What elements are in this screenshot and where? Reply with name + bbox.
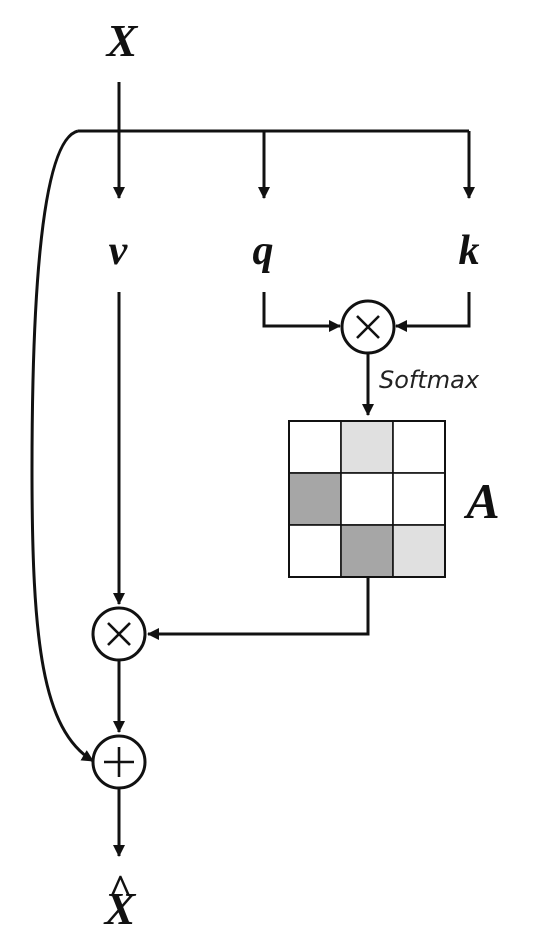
query-label: q xyxy=(253,228,274,274)
residual-connection xyxy=(30,129,94,763)
qk-multiply-operator xyxy=(340,299,396,355)
multiply-icon xyxy=(356,315,380,339)
matrix-cell-r2-c1 xyxy=(288,472,342,526)
matrix-cell-r3-c2 xyxy=(340,524,394,578)
matrix-cell-r1-c3 xyxy=(392,420,446,474)
matrix-to-multiply-arrow xyxy=(147,578,370,640)
matrix-cell-r2-c3 xyxy=(392,472,446,526)
attention-matrix-label: A xyxy=(463,473,499,529)
input-label: X xyxy=(105,15,139,66)
output-hat-symbol: ^ xyxy=(109,866,132,911)
value-multiply-operator xyxy=(91,606,147,662)
matrix-cell-r3-c3 xyxy=(392,524,446,578)
matrix-cell-r3-c1 xyxy=(288,524,342,578)
value-label: v xyxy=(109,228,129,274)
residual-add-operator xyxy=(91,734,147,790)
matrix-cell-r1-c1 xyxy=(288,420,342,474)
multiply-icon xyxy=(107,622,131,646)
attention-matrix-grid xyxy=(288,420,446,578)
plus-icon xyxy=(104,747,134,777)
matrix-cell-r1-c2 xyxy=(340,420,394,474)
softmax-label: Softmax xyxy=(379,366,480,394)
query-to-multiply-arrow xyxy=(262,292,341,332)
output-label: X xyxy=(103,883,137,934)
key-to-multiply-arrow xyxy=(395,292,471,332)
key-label: k xyxy=(459,228,480,274)
matrix-cell-r2-c2 xyxy=(340,472,394,526)
matrix-border xyxy=(288,420,446,578)
